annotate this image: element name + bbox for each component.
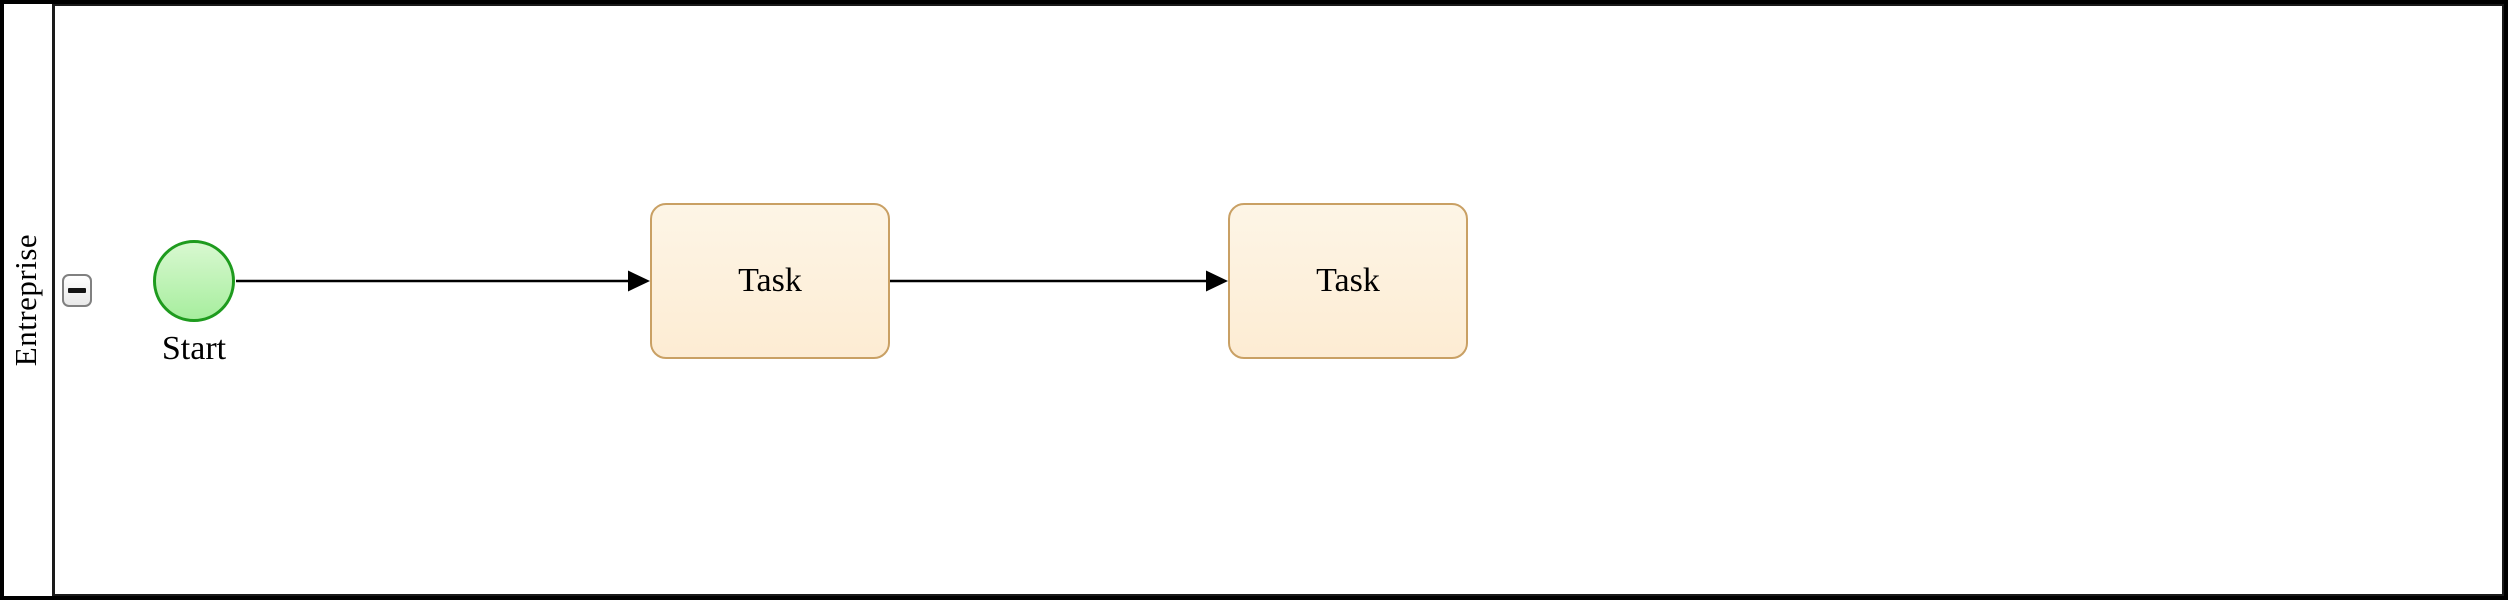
pool-label: Entreprise	[8, 233, 44, 367]
pool-label-strip[interactable]: Entreprise	[0, 0, 52, 600]
task-2[interactable]: Task	[1228, 203, 1468, 359]
start-event[interactable]	[153, 240, 235, 322]
lane	[52, 4, 2504, 596]
pool-collapse-button[interactable]	[62, 274, 92, 307]
sequence-flow-1[interactable]	[236, 270, 650, 292]
task-1[interactable]: Task	[650, 203, 890, 359]
task-1-label: Task	[738, 262, 802, 299]
task-2-label: Task	[1316, 262, 1380, 299]
start-event-label: Start	[161, 330, 227, 367]
sequence-flow-2[interactable]	[890, 270, 1228, 292]
minus-icon	[68, 288, 86, 293]
